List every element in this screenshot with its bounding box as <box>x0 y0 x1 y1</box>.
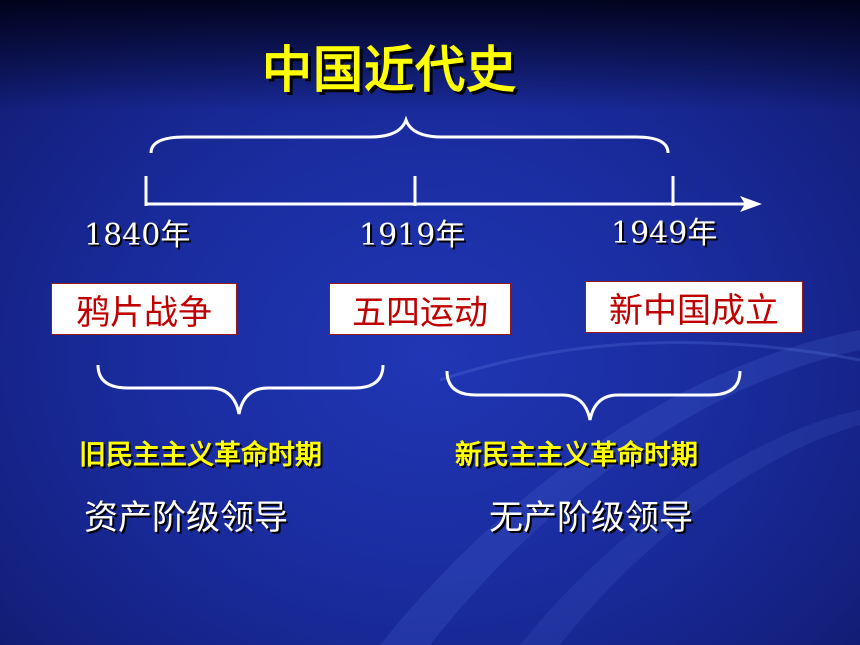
top-shade <box>0 0 860 110</box>
leadership-proletariat: 无产阶级领导 <box>489 498 693 538</box>
brace-new-democratic <box>445 370 742 421</box>
event-box-new-china: 新中国成立 <box>585 281 803 333</box>
year-label-1919: 1919年 <box>359 218 466 253</box>
event-box-may-fourth: 五四运动 <box>329 283 511 335</box>
top-brace <box>149 115 670 154</box>
event-label: 五四运动 <box>352 292 488 333</box>
event-label: 鸦片战争 <box>76 292 212 333</box>
year-label-1840: 1840年 <box>84 218 191 253</box>
timeline-arrowhead <box>740 196 762 212</box>
leadership-bourgeoisie: 资产阶级领导 <box>84 498 288 538</box>
brace-old-democratic <box>96 364 385 415</box>
event-box-opium-war: 鸦片战争 <box>51 283 237 335</box>
year-label-1949: 1949年 <box>611 216 718 251</box>
period-new-democratic: 新民主主义革命时期 <box>455 440 698 471</box>
event-label: 新中国成立 <box>609 290 779 331</box>
period-old-democratic: 旧民主主义革命时期 <box>79 440 322 471</box>
page-title: 中国近代史 <box>262 41 517 99</box>
